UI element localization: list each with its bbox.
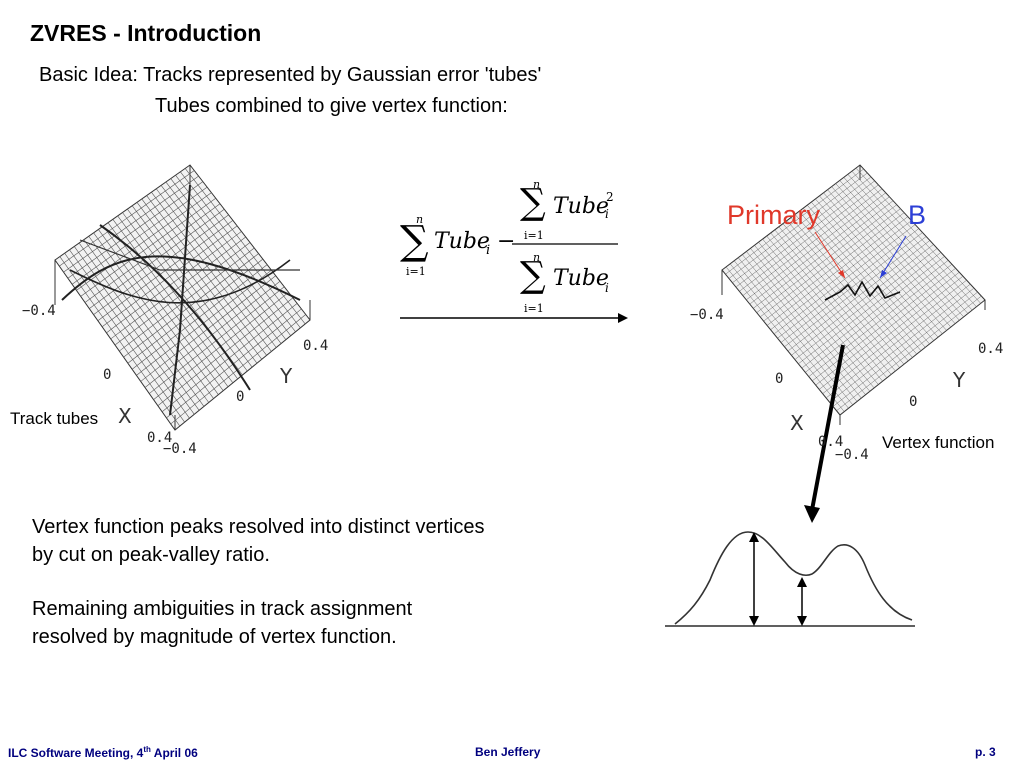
left-tick-x-pos: 0.4 — [147, 430, 173, 446]
left-axis-y-label: Y — [280, 364, 293, 388]
term-sub-2: i — [605, 207, 609, 221]
sum2-upper: n — [533, 178, 541, 191]
term-sub-3: i — [605, 281, 609, 295]
body-para2-line2: resolved by magnitude of vertex function… — [32, 626, 397, 648]
vertex-profile — [665, 531, 915, 627]
right-tick-x-pos: 0.4 — [818, 434, 844, 450]
primary-pointer — [814, 231, 846, 279]
left-tick-y-pos: 0.4 — [303, 338, 329, 354]
term-sub-1: i — [486, 243, 491, 258]
sum1-sigma: ∑ — [400, 218, 429, 264]
sum1-upper: n — [416, 213, 424, 226]
sum1-lower: i=1 — [406, 265, 426, 278]
footer-left-sup: th — [143, 745, 151, 754]
term-tube-2: Tube — [553, 194, 609, 219]
track-tubes-surface — [54, 164, 311, 431]
term-tube-3: Tube — [553, 266, 609, 291]
left-tick-y-neg: −0.4 — [163, 441, 197, 457]
right-tick-y-pos: 0.4 — [978, 341, 1004, 357]
body-para1-line2: by cut on peak-valley ratio. — [32, 544, 270, 566]
left-tick-x-zero: 0 — [103, 367, 112, 383]
term-tube-1: Tube — [434, 229, 490, 254]
footer-left-suffix: April 06 — [150, 746, 198, 760]
right-tick-y-neg: −0.4 — [835, 447, 869, 463]
sum3-sigma: ∑ — [520, 255, 546, 296]
slide-title: ZVRES - Introduction — [30, 20, 262, 46]
right-axis-y-label: Y — [953, 368, 966, 392]
sum3-lower: i=1 — [524, 302, 544, 315]
left-axis-x-label: X — [118, 404, 132, 428]
vertex-function-surface — [721, 164, 986, 425]
term-sup-2: 2 — [606, 190, 614, 204]
body-para2-line1: Remaining ambiguities in track assignmen… — [32, 598, 413, 620]
left-tick-y-zero: 0 — [236, 389, 245, 405]
sum2-lower: i=1 — [524, 229, 544, 242]
vertex-function-caption: Vertex function — [882, 433, 995, 452]
right-tick-x-zero: 0 — [775, 371, 784, 387]
right-axis-x-label: X — [790, 411, 804, 435]
footer-center: Ben Jeffery — [475, 745, 541, 759]
combine-arrow-head — [618, 313, 628, 323]
intro-line-2: Tubes combined to give vertex function: — [155, 95, 508, 117]
minus-sign: − — [497, 229, 516, 254]
left-tick-x-neg: −0.4 — [22, 303, 56, 319]
body-para1-line1: Vertex function peaks resolved into dist… — [32, 516, 485, 538]
right-tick-x-neg: −0.4 — [690, 307, 724, 323]
primary-label: Primary — [727, 200, 820, 230]
b-pointer — [879, 235, 907, 279]
b-label: B — [908, 200, 927, 230]
footer-right: p. 3 — [975, 745, 996, 759]
intro-line-1: Basic Idea: Tracks represented by Gaussi… — [39, 64, 542, 86]
sum2-sigma: ∑ — [520, 182, 546, 223]
sum3-upper: n — [533, 251, 541, 264]
track-tubes-caption: Track tubes — [10, 409, 99, 428]
right-tick-y-zero: 0 — [909, 394, 918, 410]
profile-arrow-shaft — [810, 344, 845, 511]
profile-arrow-head — [804, 505, 820, 523]
footer-left-prefix: ILC Software Meeting, 4 — [8, 746, 144, 760]
footer-left: ILC Software Meeting, 4th April 06 — [8, 745, 198, 760]
